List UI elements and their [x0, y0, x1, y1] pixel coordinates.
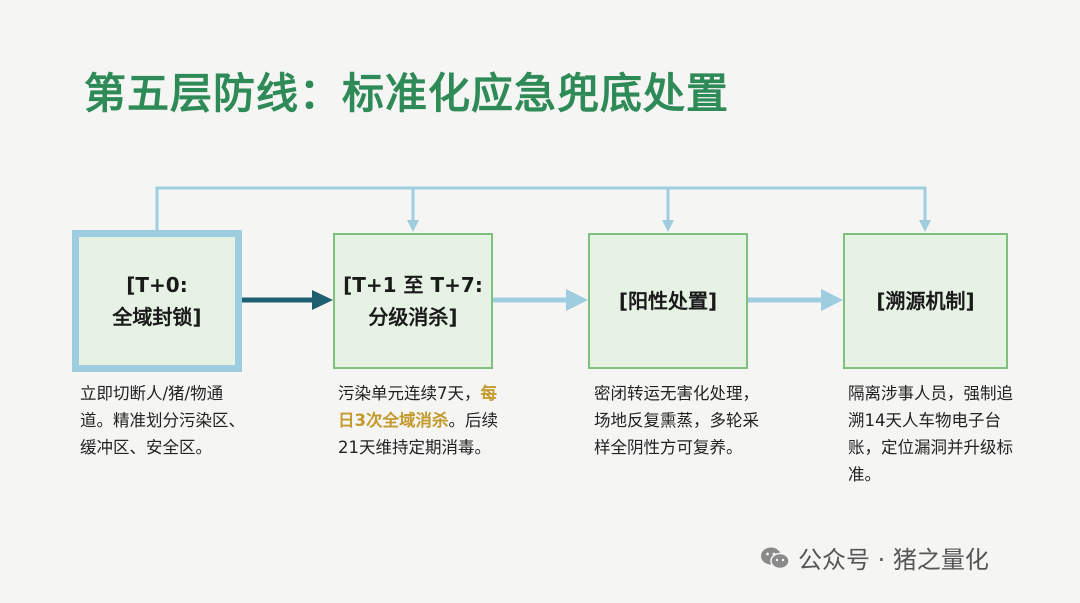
step-description-disinfection: 污染单元连续7天，每日3次全域消杀。后续21天维持定期消毒。	[338, 380, 508, 461]
step-label: [T+0: 全域封锁]	[112, 273, 202, 329]
flow-arrow-3-head	[821, 289, 843, 311]
desc-highlight: 每日3次全域消杀	[338, 384, 497, 430]
desc-text: 。后续21天维持定期消毒。	[338, 411, 498, 457]
step-description-traceability: 隔离涉事人员，强制追溯14天人车物电子台账，定位漏洞并升级标准。	[848, 384, 1013, 484]
step-label: [溯源机制]	[876, 289, 975, 313]
step-label: [阳性处置]	[618, 289, 718, 313]
step-box-lockdown: [T+0: 全域封锁]	[72, 230, 242, 372]
step-description-positive-handling: 密闭转运无害化处理，场地反复熏蒸，多轮采样全阴性方可复养。	[594, 384, 759, 457]
feedback-line	[155, 186, 927, 230]
feedback-arrowhead-3	[662, 220, 674, 232]
step-box-positive-handling: [阳性处置]	[588, 233, 748, 369]
feedback-arrowhead-4	[919, 220, 931, 232]
flow-arrow-1-head	[312, 290, 333, 310]
desc-text: 污染单元连续7天，	[338, 384, 481, 403]
step-box-disinfection: [T+1 至 T+7: 分级消杀]	[333, 233, 493, 369]
feedback-arrowhead-2	[407, 220, 419, 232]
wechat-icon	[761, 547, 790, 569]
step-box-traceability: [溯源机制]	[843, 233, 1008, 369]
page-title: 第五层防线：标准化应急兜底处置	[84, 69, 730, 118]
flow-arrow-2-head	[566, 289, 588, 311]
watermark: 公众号 · 猪之量化	[760, 540, 989, 575]
watermark-text: 公众号 · 猪之量化	[798, 546, 989, 574]
step-label: [T+1 至 T+7: 分级消杀]	[343, 273, 483, 329]
step-description-lockdown: 立即切断人/猪/物通道。精准划分污染区、缓冲区、安全区。	[80, 384, 245, 457]
